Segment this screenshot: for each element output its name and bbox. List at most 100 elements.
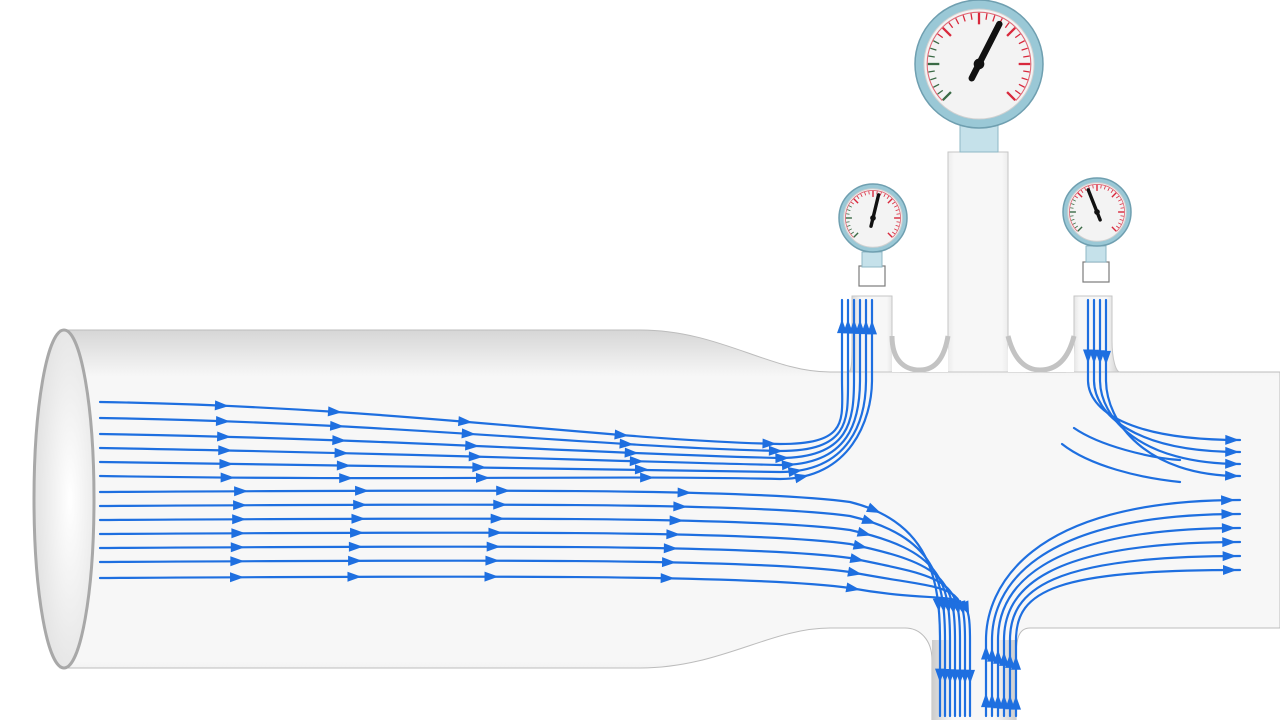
flow-arrow-icon [673,501,688,512]
flow-arrow-icon [231,528,246,539]
gauge-needle [1086,188,1102,222]
gauge-tick [895,224,899,227]
gauge-tick [937,33,944,39]
flow-arrow-icon [465,440,480,451]
gauge-tick [1118,199,1122,202]
gauge-tick [876,191,878,195]
flow-arrow-icon [660,573,675,584]
gauge-tick [894,205,898,208]
gauge-tick [1110,189,1114,193]
gauge-tick [1023,55,1030,58]
inlet-opening [32,328,96,670]
gauge-scale-arc [1069,184,1125,232]
flow-arrow-icon [768,445,783,456]
flow-arrow-icon [1222,551,1237,562]
flow-arrow-icon [496,485,511,496]
flow-arrow-icon [762,438,777,449]
gauge-tick [1071,218,1075,221]
gauge-tick [1074,195,1078,199]
flow-arrow-icon [230,556,245,567]
gauge-tick [848,205,852,208]
flow-arrow-icon [485,555,500,566]
streamline-bottom-right [1002,540,1242,718]
flow-arrow-icon [794,473,809,484]
right-gauge-fitting [1082,261,1110,283]
gauge-tick [1014,89,1021,95]
gauge-tick [847,209,851,212]
flow-arrow-icon [355,485,370,496]
flow-arrow-icon [348,555,363,566]
streamline-upper [98,298,850,453]
flow-arrow-icon [852,539,868,550]
gauge-tick [1021,77,1028,81]
left-gauge-fitting [858,265,886,287]
streamline-upper [98,298,862,467]
left-gauge-neck [861,251,883,268]
gauge-tick [868,191,870,195]
gauge-tick [1111,192,1117,198]
flow-arrow-icon [219,458,234,469]
streamline-upper [98,298,856,460]
gauge-tick [846,221,850,223]
gauge-tick [887,198,893,204]
gauge-tick [1006,26,1017,37]
gauge-tick [894,228,898,231]
gauge-tick [1071,203,1075,206]
gauge-tick [896,221,900,223]
tap-gap-right-shadow [1005,335,1077,373]
flow-arrow-icon [457,416,473,427]
gauge-tick [1077,226,1083,232]
gauge-tick [1014,33,1021,39]
flow-arrow-icon [959,600,970,616]
flow-arrow-icon [1221,495,1236,506]
streamline-bottom-right [1014,568,1242,718]
flow-arrow-icon [787,467,803,477]
flow-arrow-icon [845,582,861,593]
flow-arrow-icon [468,451,483,462]
flow-arrow-icon [334,447,349,458]
flow-arrow-icon [220,472,235,483]
gauge-pivot [973,58,985,70]
gauge-pivot [1094,209,1100,215]
gauge-tick [1116,195,1120,199]
gauge-tick [1004,22,1010,29]
gauge-tick [941,91,952,102]
center-tap-branch [929,151,1027,373]
gauge-tick [1070,215,1074,217]
flow-arrow-icon [981,645,991,660]
gauge-tick [1080,189,1084,193]
gauge-tick [892,201,896,205]
flow-arrow-icon [214,400,229,411]
flow-arrow-icon [661,557,677,568]
flow-arrow-icon [488,527,503,538]
flow-arrow-icon [1225,458,1240,469]
gauge-tick [848,228,852,231]
gauge-tick [1119,203,1123,206]
gauge-left [838,183,908,253]
flow-arrow-icon [230,542,245,553]
flow-arrow-icon [218,445,233,456]
gauge-scale-arc [845,190,901,238]
flow-arrow-icon [856,526,872,537]
gauge-tick [933,40,940,45]
gauge-tick [1120,215,1124,217]
flow-arrow-icon [1221,523,1236,534]
flow-arrow-icon [350,527,365,538]
flow-arrow-icon [1101,350,1111,365]
gauge-tick [1103,186,1106,190]
flow-arrow-icon [1011,655,1021,670]
gauge-tick [970,13,973,20]
gauge-tick [1107,187,1110,191]
gauge-tick [864,192,867,196]
gauge-tick [1070,207,1074,209]
gauge-tick [850,201,854,205]
gauge-tick [1120,207,1124,209]
flow-arrow-icon [781,460,796,471]
flow-arrow-icon [461,428,476,439]
flow-arrow-icon [1222,537,1237,548]
gauge-tick [930,47,937,51]
gauge-tick [850,231,854,235]
flow-arrow-icon [484,571,499,582]
gauge-tick [955,18,960,25]
flow-arrow-icon [1005,653,1015,668]
